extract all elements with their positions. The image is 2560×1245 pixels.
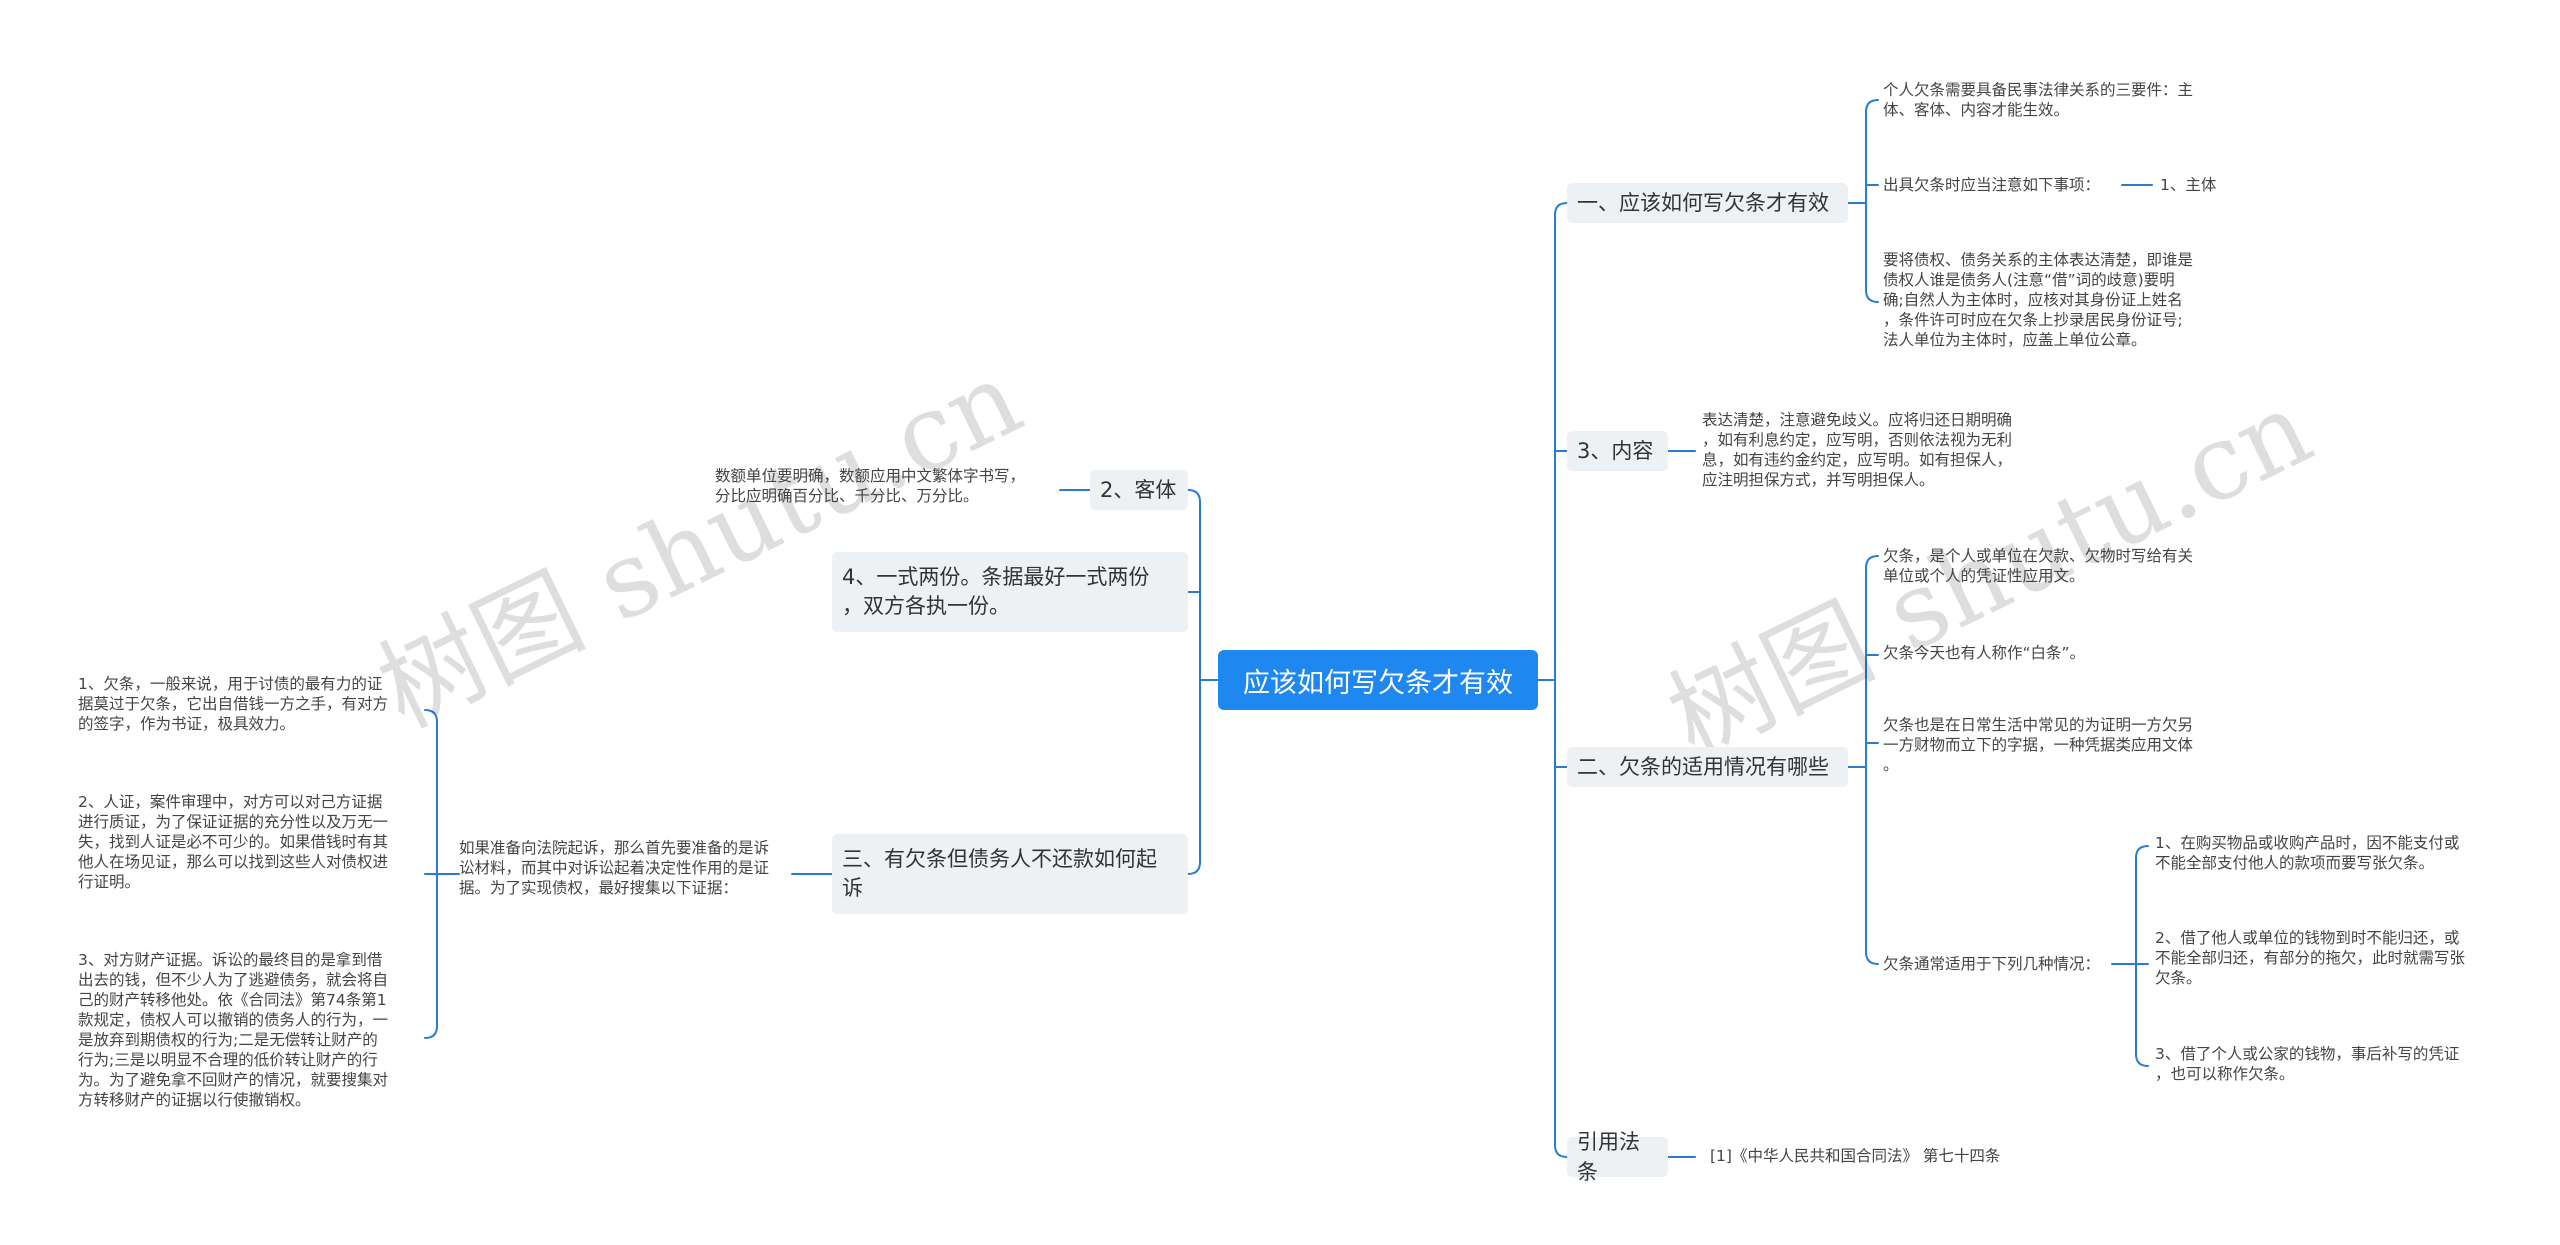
leaf-iou-definition: 欠条，是个人或单位在欠款、欠物时写给有关 单位或个人的凭证性应用文。 xyxy=(1883,547,2194,585)
leaf-situation-2: 2、借了他人或单位的钱物到时不能归还，或 不能全部归还，有部分的拖欠，此时就需写… xyxy=(2155,929,2466,987)
branch-applicable-cases[interactable]: 二、欠条的适用情况有哪些 xyxy=(1567,747,1848,787)
branch-label: 二、欠条的适用情况有哪些 xyxy=(1577,755,1829,779)
branch-how-to-write-valid-iou[interactable]: 一、应该如何写欠条才有效 xyxy=(1567,183,1848,223)
leaf-three-elements: 个人欠条需要具备民事法律关系的三要件：主 体、客体、内容才能生效。 xyxy=(1883,81,2194,119)
leaf-situations: 欠条通常适用于下列几种情况： xyxy=(1883,955,2101,973)
branch-cited-law[interactable]: 引用法条 xyxy=(1567,1130,1668,1184)
branch-label: 三、有欠条但债务人不还款如何起 诉 xyxy=(842,847,1157,900)
branch-label: 3、内容 xyxy=(1577,439,1654,463)
branch-label: 引用法条 xyxy=(1577,1130,1640,1184)
leaf-cited-law: [1]《中华人民共和国合同法》 第七十四条 xyxy=(1710,1147,2001,1165)
leaf-evidence-property: 3、对方财产证据。诉讼的最终目的是拿到借 出去的钱，但不少人为了逃避债务，就会将… xyxy=(78,951,389,1109)
leaf-content-detail: 表达清楚，注意避免歧义。应将归还日期明确 ，如有利息约定，应写明，否则依法视为无… xyxy=(1702,411,2013,489)
branch-object[interactable]: 2、客体 xyxy=(1090,470,1188,510)
branch-content[interactable]: 3、内容 xyxy=(1567,431,1668,471)
leaf-evidence-iou: 1、欠条，一般来说，用于讨债的最有力的证 据莫过于欠条，它出自借钱一方之手，有对… xyxy=(78,675,389,733)
leaf-situation-3: 3、借了个人或公家的钱物，事后补写的凭证 ，也可以称作欠条。 xyxy=(2155,1045,2460,1083)
branch-duplicate-copies[interactable]: 4、一式两份。条据最好一式两份 ，双方各执一份。 xyxy=(832,552,1188,632)
leaf-subject-detail: 要将债权、债务关系的主体表达清楚，即谁是 债权人谁是债务人(注意“借”词的歧意)… xyxy=(1883,251,2194,349)
branch-how-to-sue[interactable]: 三、有欠条但债务人不还款如何起 诉 xyxy=(832,834,1188,914)
leaf-subject: 1、主体 xyxy=(2160,176,2217,194)
leaf-iou-common: 欠条也是在日常生活中常见的为证明一方欠另 一方财物而立下的字据，一种凭据类应用文… xyxy=(1883,716,2194,774)
root-topic[interactable]: 应该如何写欠条才有效 xyxy=(1218,650,1538,710)
root-topic-label: 应该如何写欠条才有效 xyxy=(1243,667,1513,699)
leaf-situation-1: 1、在购买物品或收购产品时，因不能支付或 不能全部支付他人的款项而要写张欠条。 xyxy=(2155,834,2460,872)
leaf-notice-items: 出具欠条时应当注意如下事项： xyxy=(1883,176,2101,194)
branch-label: 2、客体 xyxy=(1100,478,1177,502)
branch-label: 4、一式两份。条据最好一式两份 ，双方各执一份。 xyxy=(842,565,1150,618)
branch-label: 一、应该如何写欠条才有效 xyxy=(1577,191,1829,215)
leaf-evidence-witness: 2、人证，案件审理中，对方可以对己方证据 进行质证，为了保证证据的充分性以及万无… xyxy=(78,793,389,891)
leaf-white-note: 欠条今天也有人称作“白条”。 xyxy=(1883,644,2086,662)
leaf-amount-unit: 数额单位要明确，数额应用中文繁体字书写， 分比应明确百分比、千分比、万分比。 xyxy=(715,467,1026,505)
leaf-prepare-evidence: 如果准备向法院起诉，那么首先要准备的是诉 讼材料，而其中对诉讼起着决定性作用的是… xyxy=(459,839,770,897)
